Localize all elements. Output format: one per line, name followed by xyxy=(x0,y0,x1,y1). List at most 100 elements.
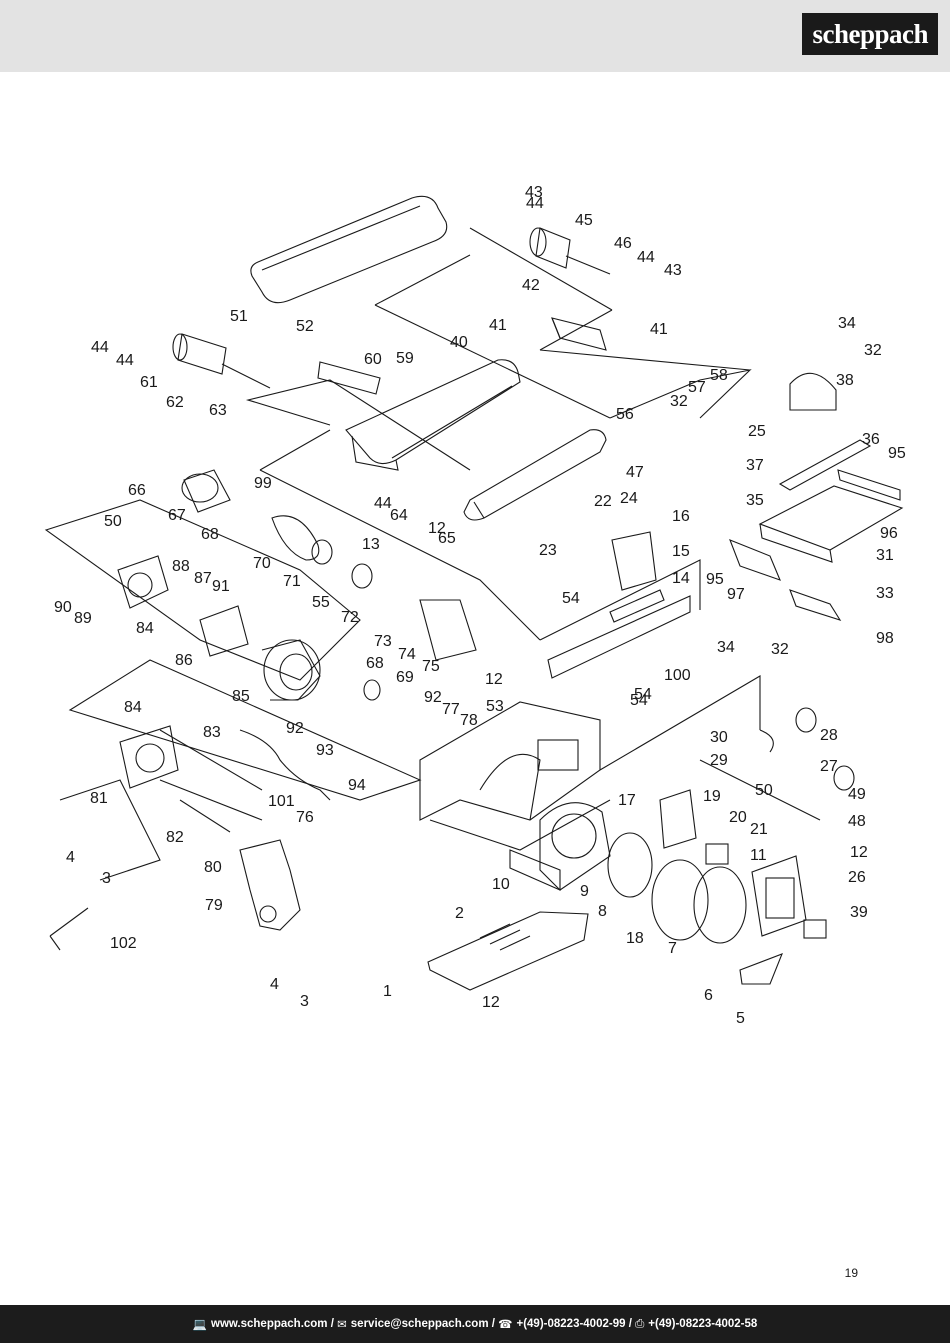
part-number-label: 87 xyxy=(194,570,212,587)
part-number-label: 32 xyxy=(864,342,882,359)
part-number-label: 82 xyxy=(166,829,184,846)
part-number-label: 20 xyxy=(729,809,747,826)
fax-number: +(49)-08223-4002-58 xyxy=(648,1318,758,1330)
part-number-label: 42 xyxy=(522,277,540,294)
part-number-label: 12 xyxy=(428,520,446,537)
part-number-label: 32 xyxy=(771,641,789,658)
part-number-label: 50 xyxy=(104,513,122,530)
part-number-label: 12 xyxy=(850,844,868,861)
part-number-label: 35 xyxy=(746,492,764,509)
part-number-label: 89 xyxy=(74,610,92,627)
part-number-label: 27 xyxy=(820,758,838,775)
part-number-label: 18 xyxy=(626,930,644,947)
part-number-label: 51 xyxy=(230,308,248,325)
part-number-label: 2 xyxy=(455,905,464,922)
part-number-label: 47 xyxy=(626,464,644,481)
website-link[interactable]: www.scheppach.com xyxy=(211,1318,328,1330)
part-number-label: 101 xyxy=(268,793,295,810)
part-number-label: 88 xyxy=(172,558,190,575)
part-number-label: 79 xyxy=(205,897,223,914)
part-number-label: 75 xyxy=(422,658,440,675)
part-number-label: 31 xyxy=(876,547,894,564)
part-number-label: 17 xyxy=(618,792,636,809)
part-number-label: 100 xyxy=(664,667,691,684)
part-number-label: 72 xyxy=(341,609,359,626)
part-number-label: 22 xyxy=(594,493,612,510)
part-number-label: 93 xyxy=(316,742,334,759)
part-number-label: 25 xyxy=(748,423,766,440)
part-number-label: 74 xyxy=(398,646,416,663)
part-number-label: 68 xyxy=(366,655,384,672)
part-number-label: 57 xyxy=(688,379,706,396)
part-number-label: 15 xyxy=(672,543,690,560)
part-number-label: 24 xyxy=(620,490,638,507)
part-number-label: 76 xyxy=(296,809,314,826)
part-number-label: 78 xyxy=(460,712,478,729)
part-number-label: 69 xyxy=(396,669,414,686)
part-number-label: 44 xyxy=(91,339,109,356)
part-number-label: 73 xyxy=(374,633,392,650)
part-number-label: 95 xyxy=(706,571,724,588)
email-link[interactable]: service@scheppach.com xyxy=(350,1318,489,1330)
part-number-label: 11 xyxy=(750,847,767,864)
part-number-label: 102 xyxy=(110,935,137,952)
part-number-label: 77 xyxy=(442,701,460,718)
part-number-label: 3 xyxy=(102,870,111,887)
part-number-label: 84 xyxy=(136,620,154,637)
part-number-label: 66 xyxy=(128,482,146,499)
part-number-label: 63 xyxy=(209,402,227,419)
fax-icon: ⎙ xyxy=(635,1317,645,1330)
part-number-label: 52 xyxy=(296,318,314,335)
part-number-label: 61 xyxy=(140,374,158,391)
part-number-label: 58 xyxy=(710,367,728,384)
part-number-label: 96 xyxy=(880,525,898,542)
part-number-label: 41 xyxy=(489,317,507,334)
part-number-label: 43 xyxy=(525,184,543,201)
part-number-label: 49 xyxy=(848,786,866,803)
part-number-label: 53 xyxy=(486,698,504,715)
part-number-label: 84 xyxy=(124,699,142,716)
part-number-label: 44 xyxy=(374,495,392,512)
contact-footer: 💻 www.scheppach.com / ✉ service@scheppac… xyxy=(0,1305,950,1343)
part-number-label: 6 xyxy=(704,987,713,1004)
part-number-label: 38 xyxy=(836,372,854,389)
part-number-label: 28 xyxy=(820,727,838,744)
part-number-label: 81 xyxy=(90,790,108,807)
part-number-label: 40 xyxy=(450,334,468,351)
part-number-label: 7 xyxy=(668,940,677,957)
part-number-label: 1 xyxy=(383,983,392,1000)
part-number-label: 43 xyxy=(664,262,682,279)
part-number-label: 54 xyxy=(634,686,652,703)
part-number-label: 34 xyxy=(838,315,856,332)
part-number-label: 99 xyxy=(254,475,272,492)
part-number-label: 4 xyxy=(270,976,279,993)
part-number-label: 5 xyxy=(736,1010,745,1027)
part-number-label: 44 xyxy=(526,195,544,212)
part-number-label: 13 xyxy=(362,536,380,553)
part-number-label: 54 xyxy=(562,590,580,607)
part-number-label: 3 xyxy=(300,993,309,1010)
part-number-label: 46 xyxy=(614,235,632,252)
scheppach-logo: scheppach xyxy=(802,13,938,55)
part-number-label: 39 xyxy=(850,904,868,921)
part-number-label: 64 xyxy=(390,507,408,524)
part-number-label: 85 xyxy=(232,688,250,705)
part-number-label: 33 xyxy=(876,585,894,602)
part-number-label: 94 xyxy=(348,777,366,794)
part-number-label: 4 xyxy=(66,849,75,866)
part-number-label: 29 xyxy=(710,752,728,769)
part-number-label: 12 xyxy=(482,994,500,1011)
part-number-label: 41 xyxy=(650,321,668,338)
part-number-label: 26 xyxy=(848,869,866,886)
part-number-label: 56 xyxy=(616,406,634,423)
footer-separator: / xyxy=(488,1318,499,1330)
part-number-label: 32 xyxy=(670,393,688,410)
part-number-label: 91 xyxy=(212,578,230,595)
part-number-label: 55 xyxy=(312,594,330,611)
part-number-label: 19 xyxy=(703,788,721,805)
part-number-label: 44 xyxy=(637,249,655,266)
part-number-label: 68 xyxy=(201,526,219,543)
part-number-label: 71 xyxy=(283,573,301,590)
mail-icon: ✉ xyxy=(337,1319,347,1331)
part-number-label: 92 xyxy=(424,689,442,706)
